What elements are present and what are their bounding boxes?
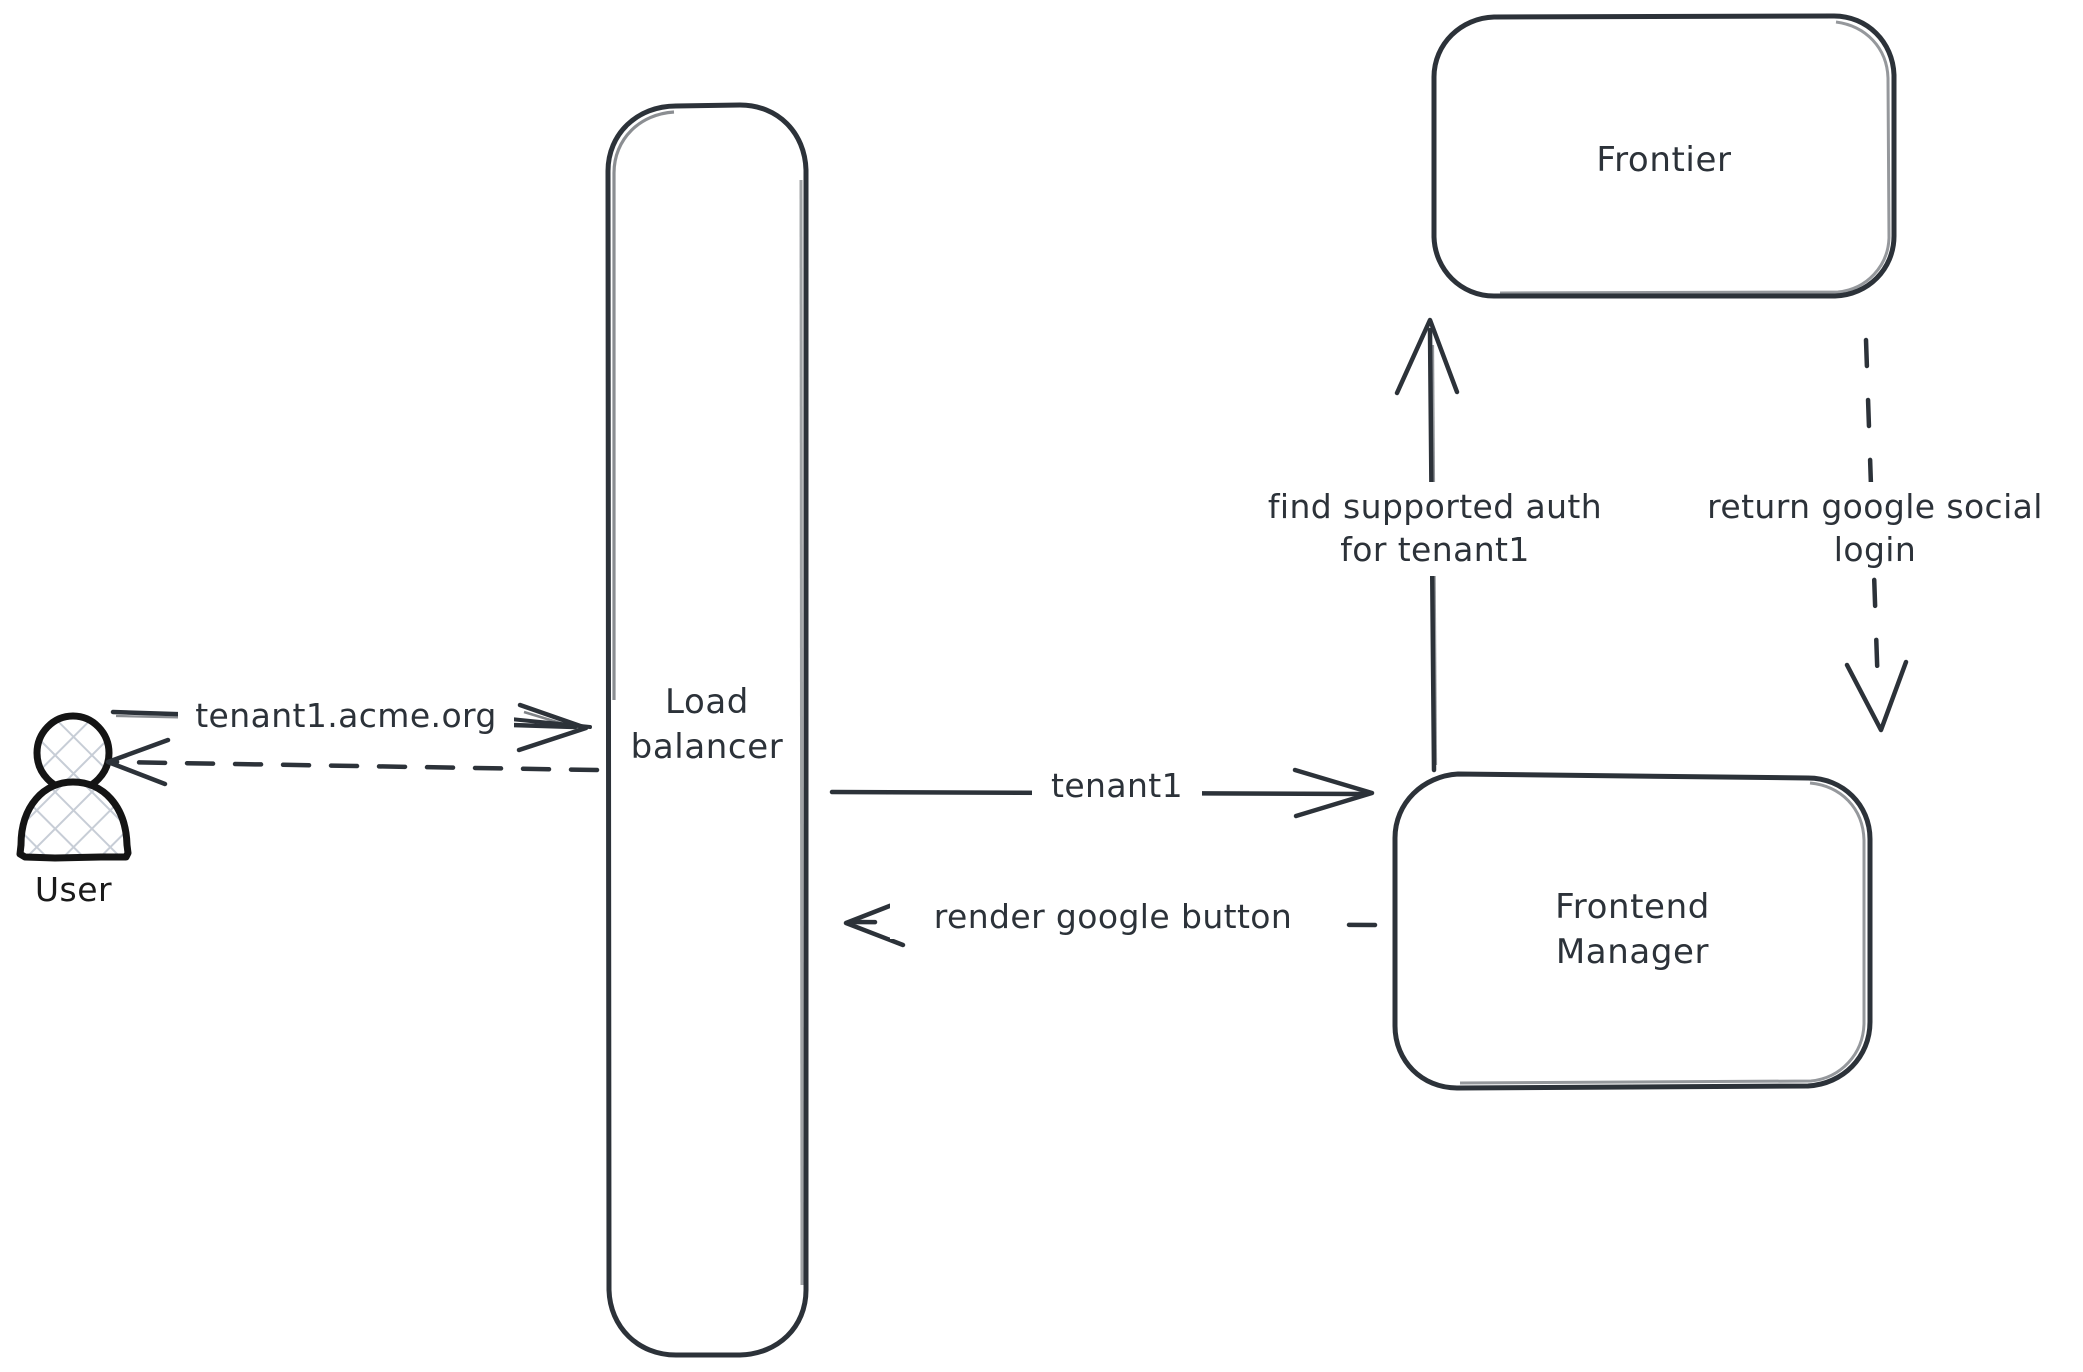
edge-label-render-google-button: render google button	[890, 896, 1336, 939]
edge-lb-to-user	[105, 737, 600, 787]
edge-label-tenant1: tenant1	[1032, 765, 1202, 808]
user-actor-icon	[16, 712, 132, 862]
frontier-shape[interactable]	[1431, 13, 1897, 299]
user-actor-label: User	[34, 870, 113, 909]
edge-label-tenant-acme-org: tenant1.acme.org	[178, 695, 514, 738]
edge-label-find-supported-auth: find supported auth for tenant1	[1215, 482, 1655, 576]
load-balancer-shape[interactable]	[605, 102, 809, 1358]
edge-frontier-to-fm	[1844, 337, 1909, 733]
frontend-manager-shape[interactable]	[1392, 771, 1873, 1091]
edge-label-return-google-social-login: return google social login	[1655, 482, 2083, 576]
